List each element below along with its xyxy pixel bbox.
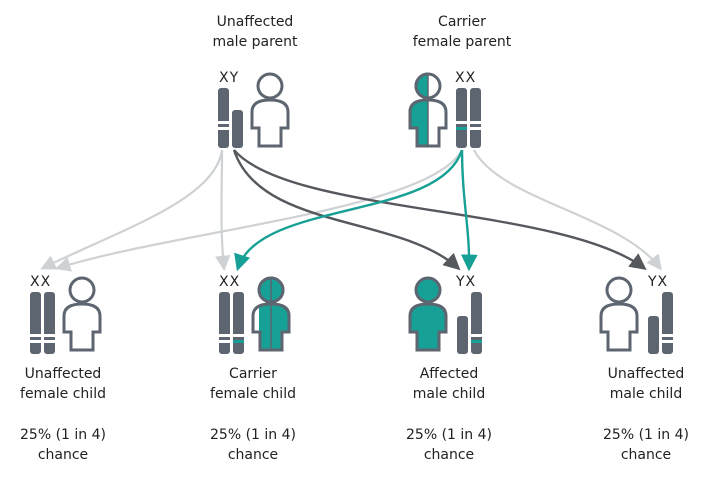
chance-line2: chance bbox=[37, 447, 89, 463]
child-label-line1: Carrier bbox=[229, 366, 277, 382]
x-chromosome-icon bbox=[44, 292, 55, 354]
child4-figure bbox=[599, 276, 673, 354]
person-icon-carrier bbox=[251, 276, 291, 352]
parent-label-female: Carrier female parent bbox=[377, 12, 547, 52]
person-icon-affected bbox=[408, 276, 448, 352]
x-chromosome-icon bbox=[233, 292, 244, 354]
y-chromosome-icon bbox=[232, 110, 243, 148]
arrow-female-x-to-child1 bbox=[55, 149, 463, 272]
child1-chromosome-letters: XX bbox=[30, 274, 52, 290]
child-label-line2: male child bbox=[609, 386, 683, 402]
arrow-male-y-to-child4 bbox=[233, 149, 647, 271]
parent-label-line2: male parent bbox=[212, 34, 298, 50]
chance-affected-male: 25% (1 in 4) chance bbox=[364, 425, 534, 465]
x-chromosome-icon bbox=[218, 88, 229, 148]
x-chromosome-icon bbox=[456, 88, 467, 148]
parent-label-line1: Carrier bbox=[438, 14, 486, 30]
arrow-male-x-to-child2 bbox=[215, 149, 231, 272]
x-chromosome-icon bbox=[30, 292, 41, 354]
parent-label-line1: Unaffected bbox=[216, 14, 294, 30]
person-icon-unaffected bbox=[599, 276, 639, 352]
chance-line1: 25% (1 in 4) bbox=[406, 427, 492, 443]
child-label-unaffected-female: Unaffected female child bbox=[0, 364, 148, 404]
child3-figure bbox=[408, 276, 482, 354]
chance-unaffected-male: 25% (1 in 4) chance bbox=[561, 425, 720, 465]
arrow-female-xm-to-child3 bbox=[460, 149, 478, 272]
child4-chromosome-letters: YX bbox=[648, 274, 669, 290]
child-label-line2: female child bbox=[20, 386, 106, 402]
child-label-line1: Unaffected bbox=[607, 366, 685, 382]
person-icon-unaffected bbox=[62, 276, 102, 352]
chance-line1: 25% (1 in 4) bbox=[603, 427, 689, 443]
chance-line2: chance bbox=[620, 447, 672, 463]
arrow-male-y-to-child3 bbox=[232, 149, 461, 271]
chance-line2: chance bbox=[423, 447, 475, 463]
child-label-carrier-female: Carrier female child bbox=[168, 364, 338, 404]
child2-chromosome-letters: XX bbox=[219, 274, 241, 290]
chance-line2: chance bbox=[227, 447, 279, 463]
arrows-light bbox=[40, 149, 662, 272]
arrows-teal bbox=[234, 149, 478, 272]
chance-line1: 25% (1 in 4) bbox=[210, 427, 296, 443]
y-chromosome-icon bbox=[648, 316, 659, 354]
child1-figure bbox=[30, 276, 102, 354]
x-chromosome-icon bbox=[471, 292, 482, 354]
child-label-line2: male child bbox=[412, 386, 486, 402]
arrow-female-xm-to-child2 bbox=[234, 149, 464, 272]
child2-figure bbox=[219, 276, 291, 354]
x-chromosome-icon bbox=[219, 292, 230, 354]
female-parent-figure bbox=[408, 72, 481, 148]
arrows-dark bbox=[232, 149, 647, 271]
male-parent-chromosome-letters: XY bbox=[219, 70, 240, 86]
child3-chromosome-letters: YX bbox=[456, 274, 477, 290]
male-parent-figure bbox=[218, 72, 290, 148]
chance-carrier-female: 25% (1 in 4) chance bbox=[168, 425, 338, 465]
chance-unaffected-female: 25% (1 in 4) chance bbox=[0, 425, 148, 465]
child-label-line1: Affected bbox=[419, 366, 479, 382]
child-label-affected-male: Affected male child bbox=[364, 364, 534, 404]
person-icon-unaffected bbox=[250, 72, 290, 148]
arrow-female-x-to-child4 bbox=[473, 149, 662, 271]
arrow-male-x-to-child1 bbox=[40, 149, 224, 270]
parent-label-male: Unaffected male parent bbox=[170, 12, 340, 52]
child-label-line1: Unaffected bbox=[24, 366, 102, 382]
child-label-line2: female child bbox=[210, 386, 296, 402]
parent-label-line2: female parent bbox=[412, 34, 512, 50]
y-chromosome-icon bbox=[457, 316, 468, 354]
x-chromosome-icon bbox=[662, 292, 673, 354]
female-parent-chromosome-letters: XX bbox=[455, 70, 477, 86]
chance-line1: 25% (1 in 4) bbox=[20, 427, 106, 443]
person-icon-carrier bbox=[408, 72, 448, 148]
x-chromosome-icon bbox=[470, 88, 481, 148]
child-label-unaffected-male: Unaffected male child bbox=[561, 364, 720, 404]
